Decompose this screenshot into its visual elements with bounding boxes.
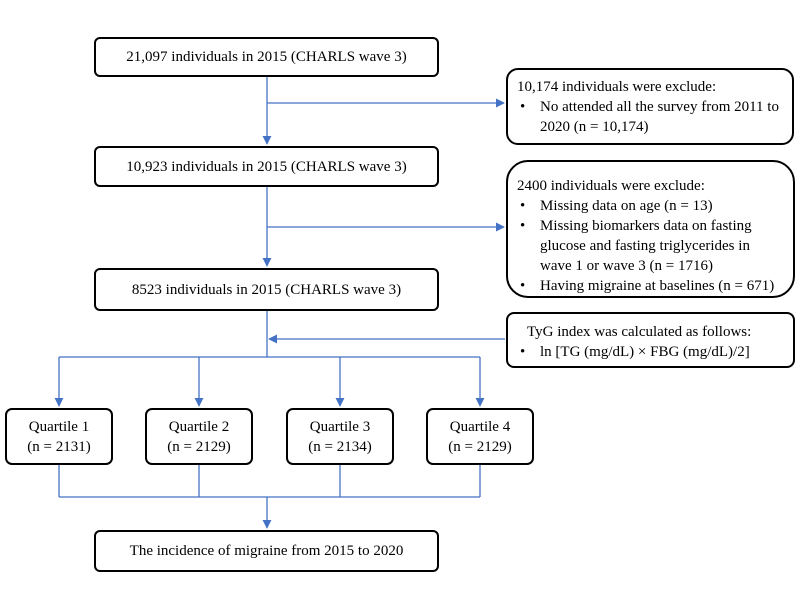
quartile-label: Quartile 1 [28, 418, 90, 435]
quartile-label: Quartile 3 [309, 418, 371, 435]
flow-step-2-text: 10,923 individuals in 2015 (CHARLS wave … [126, 158, 407, 175]
exclusion-2-item: Having migraine at baselines (n = 671) [517, 276, 785, 296]
quartile-label: Quartile 4 [449, 418, 511, 435]
quartile-count: (n = 2129) [167, 438, 231, 455]
flow-step-3-text: 8523 individuals in 2015 (CHARLS wave 3) [131, 281, 402, 298]
exclusion-box-2: 2400 individuals were exclude: Missing d… [506, 160, 795, 298]
quartile-box-2: Quartile 2 (n = 2129) [145, 408, 253, 465]
exclusion-1-list: No attended all the survey from 2011 to … [517, 97, 784, 137]
exclusion-2-title: 2400 individuals were exclude: [517, 178, 705, 194]
exclusion-2-item: Missing data on age (n = 13) [517, 196, 785, 216]
quartile-box-4: Quartile 4 (n = 2129) [426, 408, 534, 465]
flow-step-2: 10,923 individuals in 2015 (CHARLS wave … [94, 146, 439, 187]
exclusion-1-title: 10,174 individuals were exclude: [517, 79, 717, 95]
outcome-box: The incidence of migraine from 2015 to 2… [94, 530, 439, 572]
flow-step-1-text: 21,097 individuals in 2015 (CHARLS wave … [126, 49, 407, 65]
quartile-count: (n = 2134) [308, 438, 372, 455]
quartile-label: Quartile 2 [168, 418, 230, 435]
quartile-count: (n = 2129) [448, 438, 512, 455]
tyg-formula: ln [TG (mg/dL) × FBG (mg/dL)/2] [517, 342, 785, 362]
exclusion-box-1: 10,174 individuals were exclude: No atte… [506, 68, 794, 145]
quartile-count: (n = 2131) [27, 438, 91, 455]
tyg-list: ln [TG (mg/dL) × FBG (mg/dL)/2] [517, 342, 785, 362]
exclusion-1-item: No attended all the survey from 2011 to … [517, 97, 784, 137]
tyg-index-box: TyG index was calculated as follows: ln … [506, 312, 795, 368]
tyg-title: TyG index was calculated as follows: [527, 324, 752, 340]
exclusion-2-item: Missing biomarkers data on fasting gluco… [517, 216, 785, 276]
quartile-box-1: Quartile 1 (n = 2131) [5, 408, 113, 465]
outcome-text: The incidence of migraine from 2015 to 2… [129, 543, 404, 559]
quartile-box-3: Quartile 3 (n = 2134) [286, 408, 394, 465]
exclusion-2-list: Missing data on age (n = 13) Missing bio… [517, 196, 785, 296]
flow-step-3: 8523 individuals in 2015 (CHARLS wave 3) [94, 268, 439, 311]
flow-step-1: 21,097 individuals in 2015 (CHARLS wave … [94, 37, 439, 77]
